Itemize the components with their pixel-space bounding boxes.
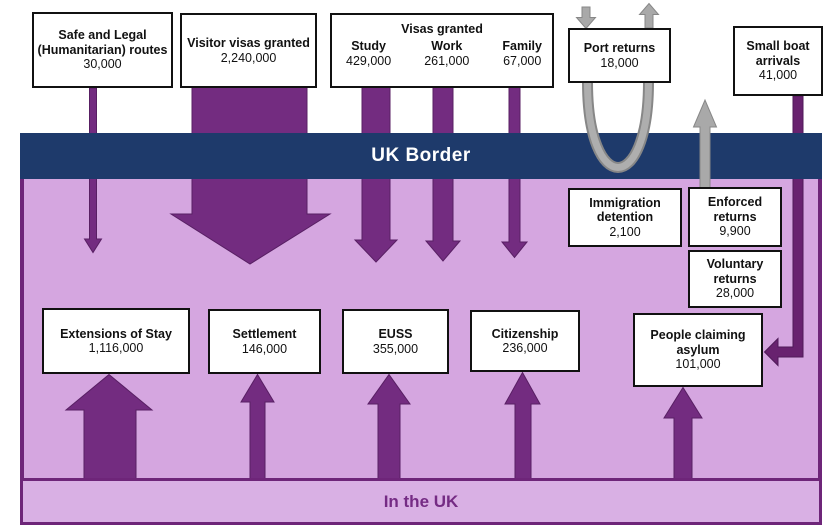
immigration-detention-value: 2,100 (609, 224, 641, 239)
citizenship-up-arrow (504, 371, 541, 482)
family-label: Family (502, 39, 542, 54)
euss-value: 355,000 (372, 341, 419, 356)
visitor-visas-flow-arrow (169, 177, 332, 265)
euss-label: EUSS (378, 327, 413, 342)
small-boat-value: 41,000 (758, 68, 798, 83)
box-people-claiming-asylum: People claiming asylum 101,000 (633, 313, 763, 387)
citizenship-label: Citizenship (491, 326, 559, 341)
visitor-visas-value: 2,240,000 (220, 50, 277, 65)
in-uk-label: In the UK (383, 491, 459, 511)
study-value: 429,000 (346, 53, 392, 68)
box-euss: EUSS 355,000 (342, 309, 449, 374)
box-visitor-visas: Visitor visas granted 2,240,000 (180, 13, 317, 88)
box-visas-granted: Visas granted Study 429,000 Work 261,000… (330, 13, 554, 88)
visas-granted-columns: Study 429,000 Work 261,000 Family 67,000 (332, 36, 552, 68)
family-column: Family 67,000 (502, 39, 542, 68)
visitor-visas-label: Visitor visas granted (187, 36, 310, 51)
box-port-returns: Port returns 18,000 (568, 28, 671, 83)
box-citizenship: Citizenship 236,000 (470, 310, 580, 372)
in-uk-band: In the UK (20, 478, 822, 525)
immigration-detention-label: Immigration detention (589, 195, 661, 225)
box-voluntary-returns: Voluntary returns 28,000 (688, 250, 782, 308)
asylum-value: 101,000 (675, 357, 721, 372)
port-returns-loop-inner (584, 81, 652, 171)
box-enforced-returns: Enforced returns 9,900 (688, 187, 782, 247)
asylum-label: People claiming asylum (650, 328, 746, 357)
study-visa-flow-arrow (353, 177, 399, 263)
voluntary-returns-value: 28,000 (715, 286, 755, 301)
study-label: Study (351, 39, 386, 54)
work-column: Work 261,000 (424, 39, 469, 68)
box-small-boat-arrivals: Small boat arrivals 41,000 (733, 26, 823, 96)
voluntary-returns-label: Voluntary returns (706, 257, 764, 286)
family-value: 67,000 (503, 53, 542, 68)
enforced-returns-value: 9,900 (719, 224, 751, 239)
settlement-up-arrow (240, 373, 275, 482)
uk-border-label: UK Border (371, 145, 471, 166)
port-inbound-arrow (575, 6, 597, 30)
asylum-up-arrow (663, 386, 703, 482)
euss-up-arrow (367, 373, 411, 482)
port-returns-value: 18,000 (600, 55, 639, 70)
small-boat-to-asylum-elbow-arrow (763, 177, 804, 367)
extensions-label: Extensions of Stay (60, 326, 172, 341)
settlement-label: Settlement (232, 327, 297, 342)
family-visa-flow-arrow (500, 177, 529, 259)
safe-legal-label: Safe and Legal (Humanitarian) routes (37, 28, 168, 57)
extensions-up-arrow (64, 373, 154, 482)
work-label: Work (431, 39, 463, 54)
enforced-returns-label: Enforced returns (707, 195, 763, 224)
small-boat-label: Small boat arrivals (746, 39, 810, 68)
citizenship-value: 236,000 (502, 341, 548, 355)
box-immigration-detention: Immigration detention 2,100 (568, 188, 682, 247)
uk-border-band: UK Border (20, 133, 822, 179)
humanitarian-flow-arrow (83, 177, 103, 254)
visas-granted-title: Visas granted (401, 22, 483, 36)
extensions-value: 1,116,000 (88, 341, 144, 355)
work-value: 261,000 (424, 53, 470, 68)
study-column: Study 429,000 (346, 39, 391, 68)
safe-legal-value: 30,000 (83, 57, 122, 72)
enforced-returns-up-arrow (692, 98, 718, 189)
work-visa-flow-arrow (424, 177, 462, 262)
box-safe-legal-routes: Safe and Legal (Humanitarian) routes 30,… (32, 12, 173, 88)
port-outbound-arrow (638, 2, 660, 29)
port-returns-label: Port returns (583, 41, 656, 56)
visitor-visas-flow-stem (191, 86, 308, 135)
port-returns-loop (582, 81, 654, 173)
settlement-value: 146,000 (241, 341, 288, 356)
box-settlement: Settlement 146,000 (208, 309, 321, 374)
box-extensions-of-stay: Extensions of Stay 1,116,000 (42, 308, 190, 374)
